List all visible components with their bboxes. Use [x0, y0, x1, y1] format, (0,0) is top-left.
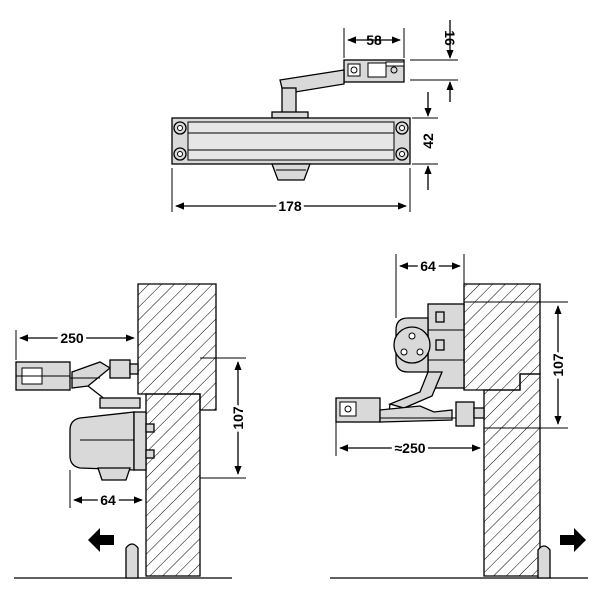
dim-left-offset: 250	[15, 327, 139, 360]
dim-label-approx-250: ≈250	[394, 440, 425, 456]
dim-top-arm-width: 58	[343, 28, 405, 58]
dim-right-offset: ≈250	[335, 422, 485, 459]
right-door-stop	[537, 545, 551, 579]
dim-top-body-height: 42	[412, 92, 438, 190]
dim-left-height: 107	[200, 357, 249, 479]
dim-label-42: 42	[420, 133, 436, 149]
left-installation-view: 250 107 64	[14, 283, 249, 579]
dim-right-height: 107	[464, 301, 569, 429]
right-arm-bracket	[335, 397, 381, 423]
dim-label-250: 250	[60, 330, 84, 346]
dim-label-64-right: 64	[420, 258, 436, 274]
right-installation-view: 64 107 ≈250	[330, 254, 588, 579]
door-leaf-left	[145, 393, 201, 577]
door-frame-left	[137, 283, 217, 411]
right-closer-body	[393, 303, 465, 389]
left-door-stop	[125, 543, 139, 579]
left-closer-body	[69, 397, 155, 481]
dim-top-arm-height: 16	[410, 20, 458, 102]
left-arm-bracket	[15, 361, 71, 391]
dim-label-16: 16	[442, 30, 458, 46]
door-leaf-right	[483, 373, 541, 577]
top-view: 58 16 42 178	[171, 20, 458, 217]
dim-label-178: 178	[278, 198, 302, 214]
dim-right-depth: 64	[395, 254, 465, 318]
push-direction-right-arrow-icon	[560, 528, 586, 552]
arm-bracket	[343, 59, 405, 83]
dim-left-depth: 64	[69, 470, 147, 511]
dim-label-64-left: 64	[100, 492, 116, 508]
push-direction-left-arrow-icon	[88, 528, 114, 552]
dim-label-58: 58	[366, 32, 382, 48]
closer-body-top	[171, 117, 411, 181]
dim-top-body-length: 178	[171, 168, 411, 217]
dim-label-107-right: 107	[550, 353, 566, 377]
dim-label-107-left: 107	[230, 406, 246, 430]
